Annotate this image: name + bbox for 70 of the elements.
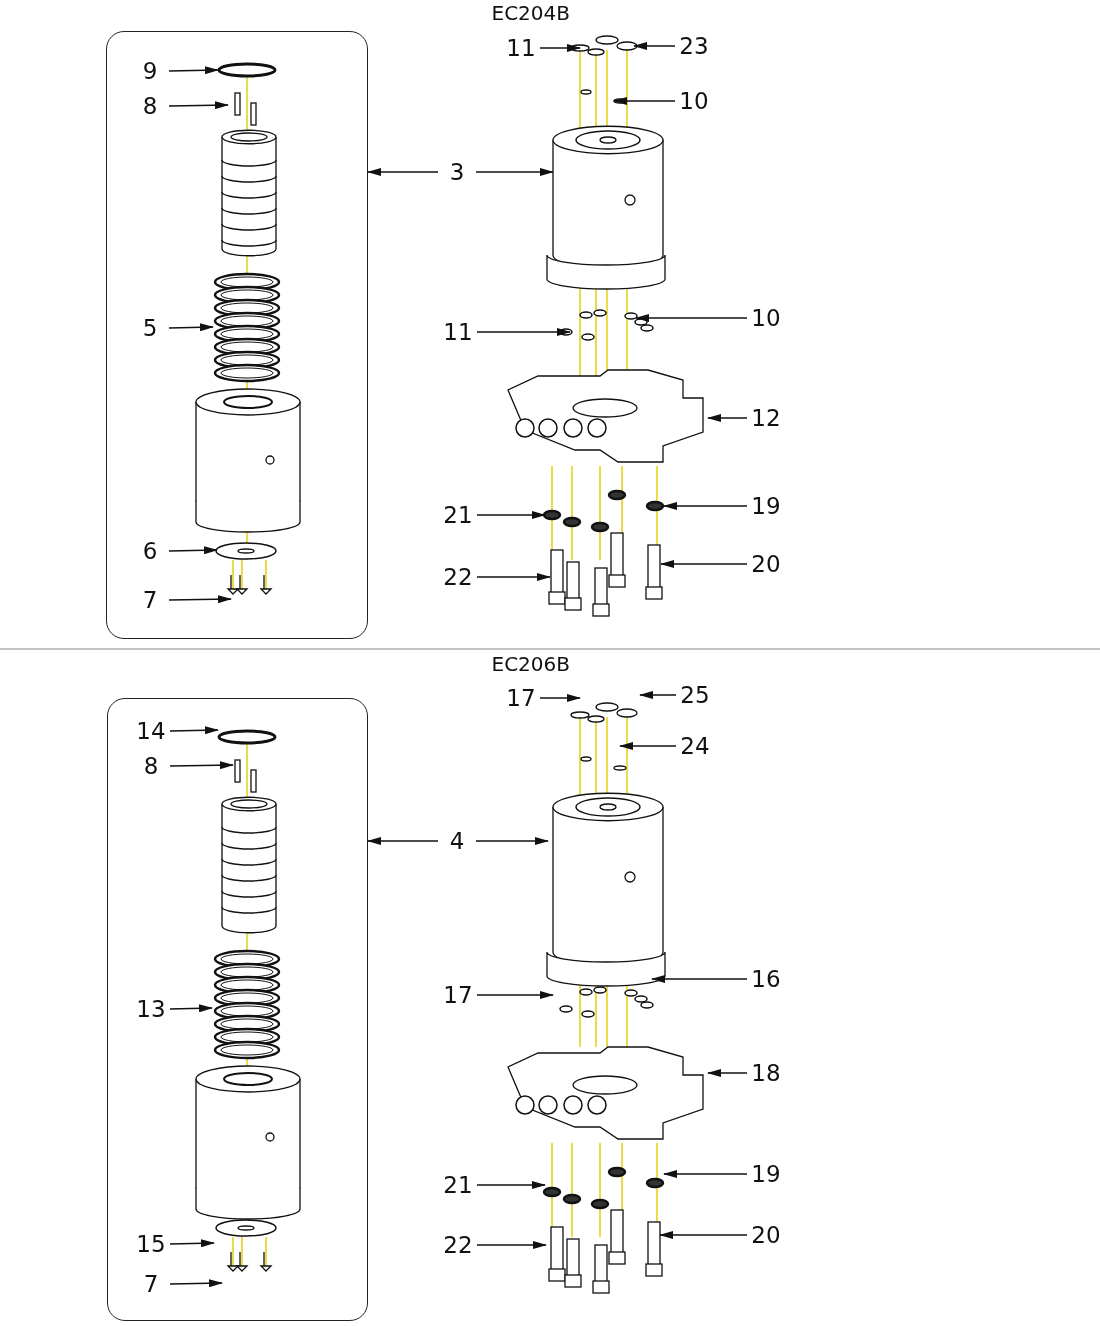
leader-line (169, 1279, 223, 1288)
callout-number: 14 (134, 717, 168, 745)
leader-line (169, 726, 219, 735)
leader-line (169, 761, 234, 770)
callout-number: 3 (440, 158, 474, 186)
leader-line (476, 1241, 547, 1249)
assembly-panel (107, 698, 368, 1321)
callout-number: 19 (749, 492, 783, 520)
callout-number: 6 (133, 537, 167, 565)
callout-number: 15 (134, 1230, 168, 1258)
callout-number: 11 (441, 318, 475, 346)
leader-line (476, 511, 546, 519)
leader-line (168, 101, 229, 110)
leader-line (168, 66, 219, 75)
leader-line (613, 97, 676, 105)
callout-number: 24 (678, 732, 712, 760)
leader-line (476, 573, 551, 581)
leader-line (707, 414, 748, 422)
leader-line (168, 323, 214, 332)
callout-number: 7 (133, 586, 167, 614)
leader-line (663, 1170, 748, 1178)
leader-line (475, 168, 554, 176)
callout-number: 22 (441, 563, 475, 591)
leader-line (651, 975, 748, 983)
callout-number: 21 (441, 501, 475, 529)
callout-number: 8 (133, 92, 167, 120)
callout-number: 13 (134, 995, 168, 1023)
callout-number: 20 (749, 550, 783, 578)
callout-number: 16 (749, 965, 783, 993)
callout-number: 12 (749, 404, 783, 432)
leader-line (476, 328, 571, 336)
callout-number: 10 (677, 87, 711, 115)
callout-number: 7 (134, 1270, 168, 1298)
callout-number: 8 (134, 752, 168, 780)
leader-line (168, 546, 218, 555)
leader-line (660, 560, 748, 568)
leader-line (619, 742, 677, 750)
callout-number: 23 (677, 32, 711, 60)
leader-line (168, 595, 232, 604)
callout-number: 21 (441, 1171, 475, 1199)
callout-number: 4 (440, 827, 474, 855)
callout-number: 25 (678, 681, 712, 709)
callout-number: 22 (441, 1231, 475, 1259)
leader-line (169, 1239, 215, 1248)
callout-number: 19 (749, 1160, 783, 1188)
leader-line (539, 694, 581, 702)
leader-line (639, 691, 677, 699)
leader-line (633, 42, 676, 50)
callout-number: 10 (749, 304, 783, 332)
callout-number: 9 (133, 57, 167, 85)
leader-line (663, 502, 748, 510)
leader-line (475, 837, 549, 845)
leader-line (476, 991, 554, 999)
leader-line (367, 168, 439, 176)
assembly-panel (106, 31, 368, 639)
model-label: EC204B (491, 1, 570, 25)
callout-number: 18 (749, 1059, 783, 1087)
callout-number: 17 (441, 981, 475, 1009)
leader-line (367, 837, 439, 845)
leader-line (476, 1181, 546, 1189)
model-label: EC206B (491, 652, 570, 676)
callout-number: 17 (504, 684, 538, 712)
leader-line (635, 314, 748, 322)
leader-line (169, 1004, 213, 1013)
leader-line (539, 44, 581, 52)
leader-line (707, 1069, 748, 1077)
leader-line (659, 1231, 748, 1239)
callout-number: 20 (749, 1221, 783, 1249)
callout-number: 5 (133, 314, 167, 342)
callout-number: 11 (504, 34, 538, 62)
